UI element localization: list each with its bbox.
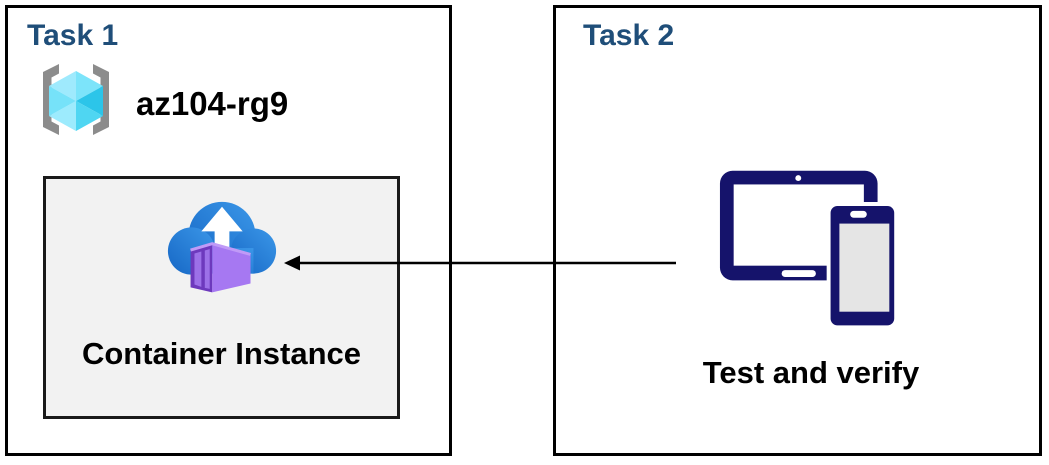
task2-box: Task 2 Test and verify [553, 5, 1042, 456]
resource-group-icon [34, 63, 118, 144]
devices-group: Test and verify [686, 168, 936, 391]
devices-label: Test and verify [702, 355, 920, 390]
task1-title: Task 1 [27, 19, 119, 52]
container-instance-icon [163, 189, 281, 322]
task2-title: Task 2 [583, 19, 675, 52]
resource-group-name: az104-rg9 [136, 84, 289, 122]
resource-group-row: az104-rg9 [34, 63, 288, 144]
container-instance-box: Container Instance [43, 176, 400, 419]
task1-box: Task 1 az104-rg9 [5, 5, 452, 456]
arrow-devices-to-container-instance [284, 255, 676, 271]
container-instance-label: Container Instance [81, 336, 362, 371]
devices-icon [718, 168, 904, 339]
